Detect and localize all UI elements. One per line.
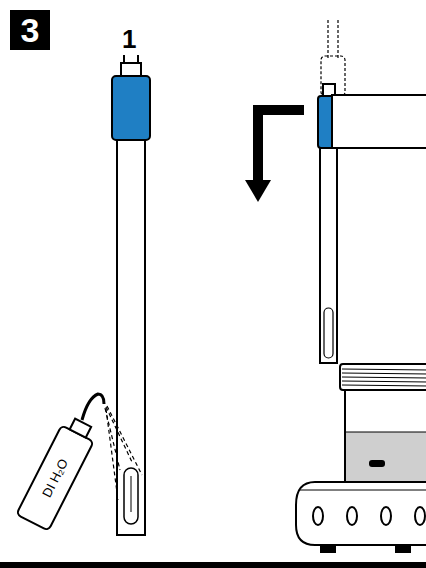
thread-line (342, 377, 426, 378)
substep-number: 1 (122, 26, 136, 52)
step-number: 3 (10, 10, 50, 50)
thread-line (342, 369, 426, 370)
thread-line (342, 381, 426, 382)
thread-line (342, 385, 426, 386)
thread-line (342, 373, 426, 374)
